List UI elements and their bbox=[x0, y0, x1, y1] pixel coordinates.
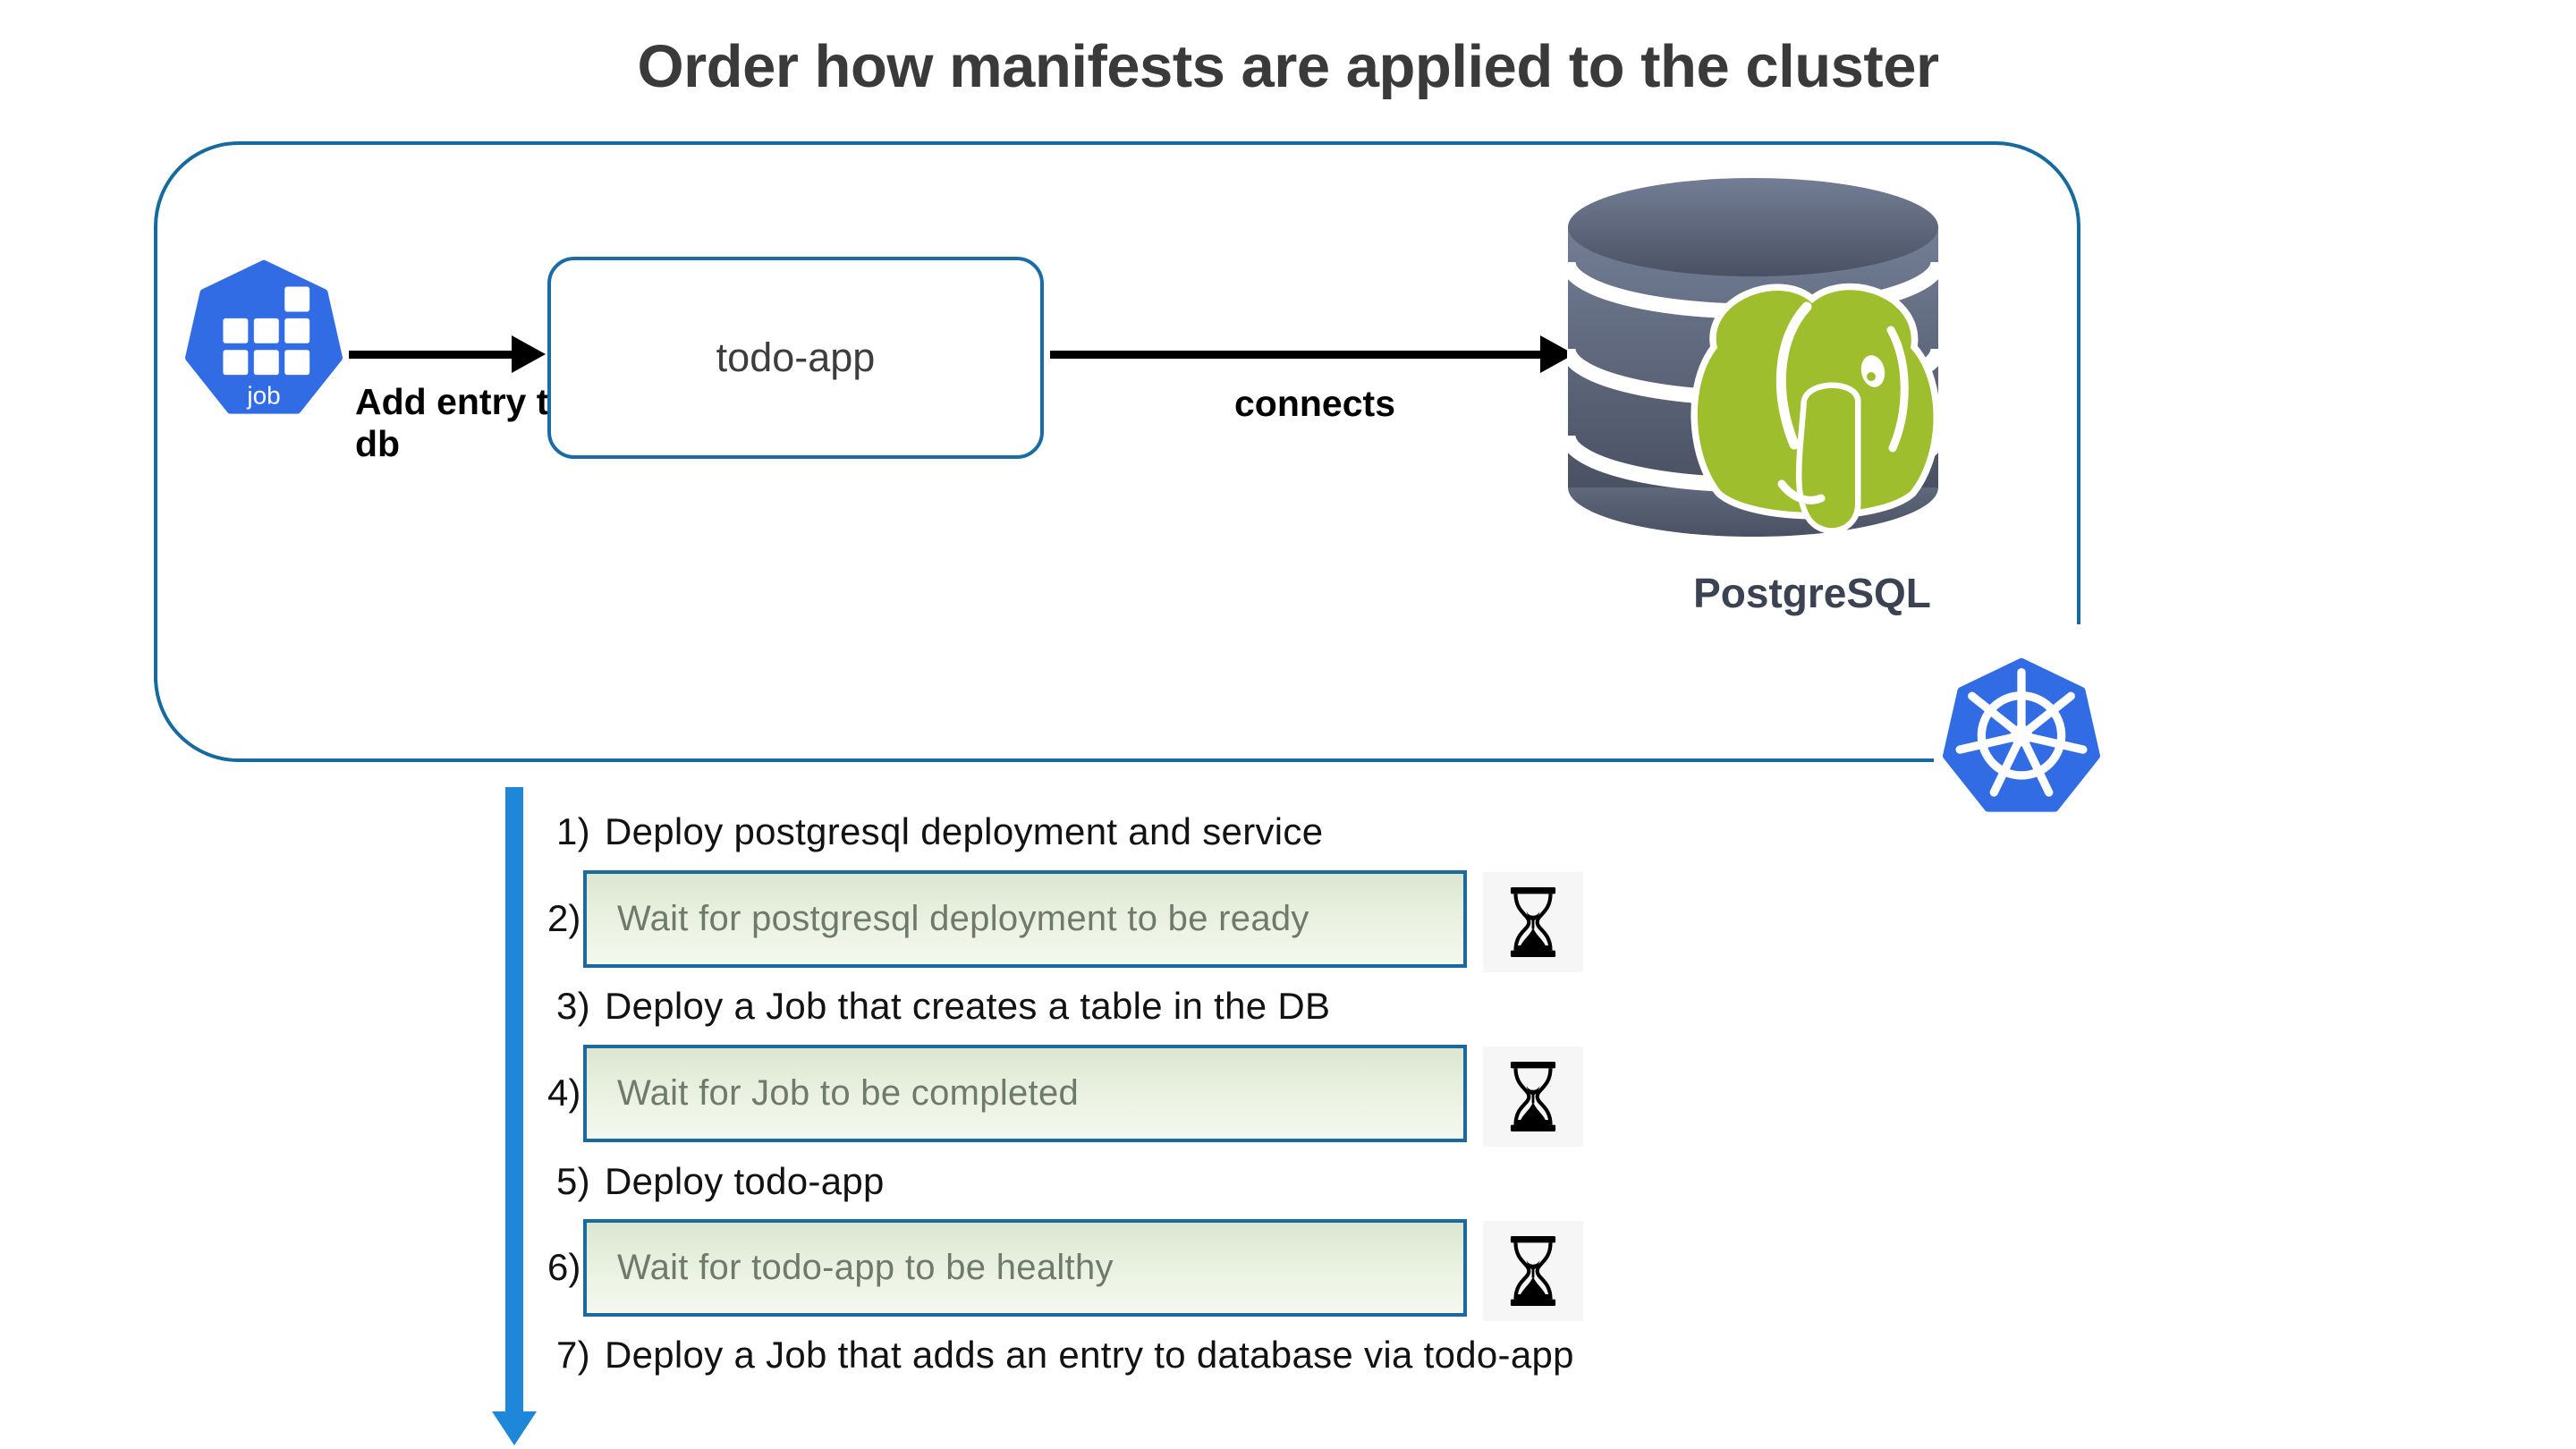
job-icon-label: job bbox=[246, 382, 280, 410]
hourglass-icon bbox=[1510, 1062, 1556, 1131]
wait-box-text: Wait for Job to be completed bbox=[617, 1073, 1080, 1113]
step-text: Deploy todo-app bbox=[604, 1160, 885, 1202]
page-title: Order how manifests are applied to the c… bbox=[637, 33, 1939, 100]
step-number: 2) bbox=[547, 897, 581, 939]
postgres-elephant-icon bbox=[1690, 283, 1940, 534]
job-to-app-arrow bbox=[349, 351, 512, 359]
postgresql-icon bbox=[1567, 178, 1946, 537]
step-7: 7) Deploy a Job that adds an entry to da… bbox=[556, 1334, 1574, 1377]
wait-box-text: Wait for todo-app to be healthy bbox=[617, 1248, 1114, 1287]
step-text: Deploy postgresql deployment and service bbox=[604, 810, 1324, 852]
ship-wheel-icon bbox=[1955, 667, 2088, 797]
app-to-db-arrow bbox=[1050, 351, 1540, 359]
hourglass-tile bbox=[1483, 872, 1583, 972]
step-6-wait-box: Wait for todo-app to be healthy bbox=[583, 1219, 1467, 1317]
wait-box-text: Wait for postgresql deployment to be rea… bbox=[617, 899, 1309, 938]
step-number: 5) bbox=[556, 1160, 590, 1202]
hourglass-icon bbox=[1510, 1236, 1556, 1306]
step-number: 7) bbox=[556, 1334, 590, 1376]
hourglass-tile bbox=[1483, 1221, 1583, 1321]
kubernetes-logo-icon bbox=[1943, 657, 2100, 812]
step-number: 1) bbox=[556, 810, 590, 852]
kubernetes-job-icon: job bbox=[185, 259, 343, 414]
step-1: 1) Deploy postgresql deployment and serv… bbox=[556, 810, 1323, 853]
step-5: 5) Deploy todo-app bbox=[556, 1160, 885, 1203]
postgresql-label: PostgreSQL bbox=[1693, 570, 1931, 616]
job-to-app-arrowhead-icon bbox=[512, 335, 546, 373]
todo-app-node: todo-app bbox=[547, 257, 1044, 459]
add-entry-to-db-label: Add entry to db bbox=[355, 381, 572, 465]
step-text: Deploy a Job that creates a table in the… bbox=[604, 985, 1331, 1027]
step-number: 6) bbox=[547, 1246, 581, 1288]
step-3: 3) Deploy a Job that creates a table in … bbox=[556, 985, 1330, 1028]
connects-label: connects bbox=[1234, 383, 1395, 424]
hourglass-tile bbox=[1483, 1046, 1583, 1147]
step-2-wait-box: Wait for postgresql deployment to be rea… bbox=[583, 870, 1467, 968]
step-4-wait-box: Wait for Job to be completed bbox=[583, 1045, 1467, 1142]
step-number: 4) bbox=[547, 1072, 581, 1114]
list-flow-arrowhead-icon bbox=[492, 1411, 537, 1445]
step-number: 3) bbox=[556, 985, 590, 1027]
job-grid-squares bbox=[223, 286, 310, 376]
step-text: Deploy a Job that adds an entry to datab… bbox=[604, 1334, 1574, 1376]
list-flow-arrow bbox=[505, 787, 523, 1411]
cluster-boundary-box bbox=[154, 141, 2080, 762]
todo-app-label: todo-app bbox=[716, 335, 876, 380]
hourglass-icon bbox=[1510, 887, 1556, 957]
